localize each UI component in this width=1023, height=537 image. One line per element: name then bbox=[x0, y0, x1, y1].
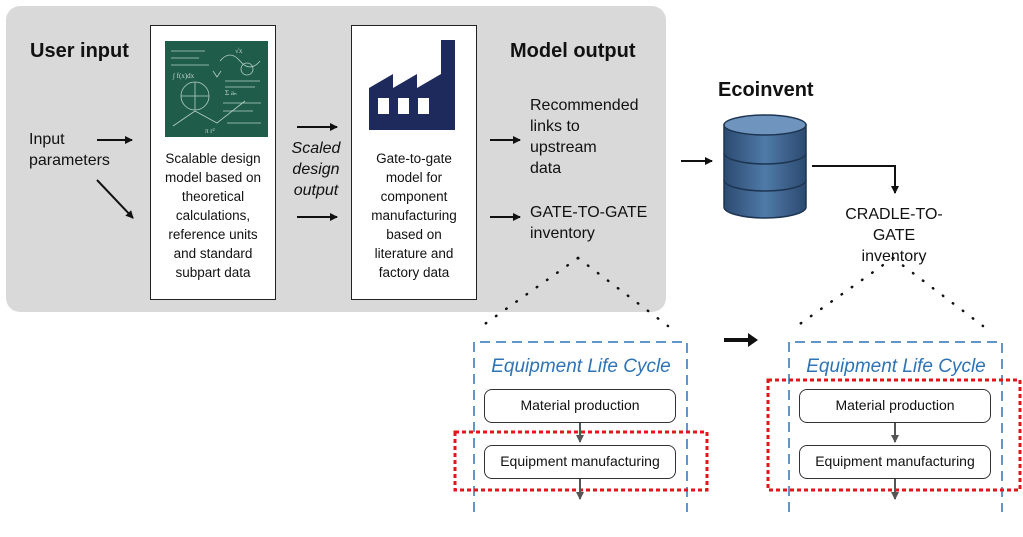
svg-text:π r²: π r² bbox=[205, 127, 215, 135]
svg-text:Σ aₙ: Σ aₙ bbox=[225, 89, 237, 97]
life-cycle-right-title: Equipment Life Cycle bbox=[806, 356, 986, 377]
life-cycle-left-frame bbox=[473, 341, 688, 512]
arrow-input-diagonal bbox=[96, 179, 134, 219]
life-cycle-right-frame bbox=[788, 341, 1003, 512]
zoom-dots-right-b bbox=[891, 256, 985, 328]
life-cycle-right-material-production: Material production bbox=[799, 389, 991, 423]
life-cycle-left-title: Equipment Life Cycle bbox=[491, 356, 671, 377]
arrow-ecoinvent-to-cradle bbox=[812, 165, 899, 194]
model-output-title: Model output bbox=[510, 40, 636, 62]
cradle-to-gate-inventory-text: CRADLE-TO-GATE inventory bbox=[845, 206, 943, 265]
highlight-right bbox=[766, 378, 1022, 492]
input-output-panel bbox=[6, 6, 666, 312]
gate-to-gate-inventory-text: GATE-TO-GATE inventory bbox=[530, 204, 648, 242]
life-cycle-left-equipment-manufacturing: Equipment manufacturing bbox=[484, 445, 676, 479]
design-model-description: Scalable design model based on theoretic… bbox=[164, 151, 262, 280]
factory-icon bbox=[365, 38, 467, 134]
svg-text:∫ f(x)dx: ∫ f(x)dx bbox=[172, 72, 195, 80]
arrowhead-between-life-cycles bbox=[748, 333, 758, 347]
input-parameters-label: Input parameters bbox=[29, 131, 110, 169]
user-input-title: User input bbox=[30, 40, 129, 62]
life-cycle-right-equipment-manufacturing: Equipment manufacturing bbox=[799, 445, 991, 479]
recommended-links-text: Recommended links to upstream data bbox=[530, 97, 639, 177]
design-model-box: ∫ f(x)dx Σ aₙ π r² √x Scalable design mo… bbox=[150, 25, 276, 300]
zoom-dots-right-a bbox=[795, 256, 895, 328]
chalkboard-equations-icon: ∫ f(x)dx Σ aₙ π r² √x bbox=[165, 41, 268, 137]
ecoinvent-title: Ecoinvent bbox=[718, 79, 814, 101]
scaled-design-output-label: Scaled design output bbox=[291, 140, 341, 199]
zoom-dots-left-a bbox=[480, 256, 580, 328]
gate-to-gate-model-description: Gate-to-gate model for component manufac… bbox=[371, 151, 457, 280]
database-cylinder-icon bbox=[722, 113, 808, 221]
zoom-dots-left-b bbox=[576, 256, 670, 328]
gate-to-gate-model-box: Gate-to-gate model for component manufac… bbox=[351, 25, 477, 300]
life-cycle-left-material-production: Material production bbox=[484, 389, 676, 423]
svg-text:√x: √x bbox=[235, 47, 243, 55]
